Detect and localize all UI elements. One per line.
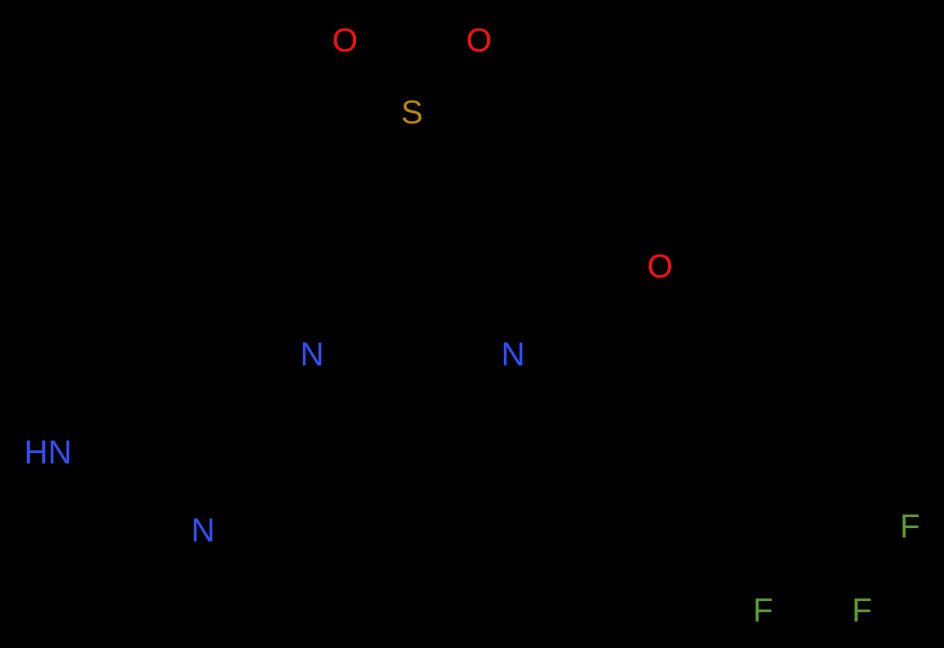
atom-fluorine-3: F: [851, 591, 873, 629]
atom-fluorine-2: F: [752, 591, 774, 629]
atom-oxygen-3: O: [647, 247, 673, 285]
atom-nitrogen-2: N: [501, 335, 525, 373]
atom-nitrogen-4: N: [191, 511, 215, 549]
atom-nh: HN: [24, 433, 72, 471]
atom-nitrogen-1: N: [300, 335, 324, 373]
atom-oxygen-2: O: [466, 21, 492, 59]
atom-sulfur: S: [400, 93, 424, 131]
atom-oxygen-1: O: [332, 21, 358, 59]
atom-fluorine-1: F: [899, 507, 921, 545]
